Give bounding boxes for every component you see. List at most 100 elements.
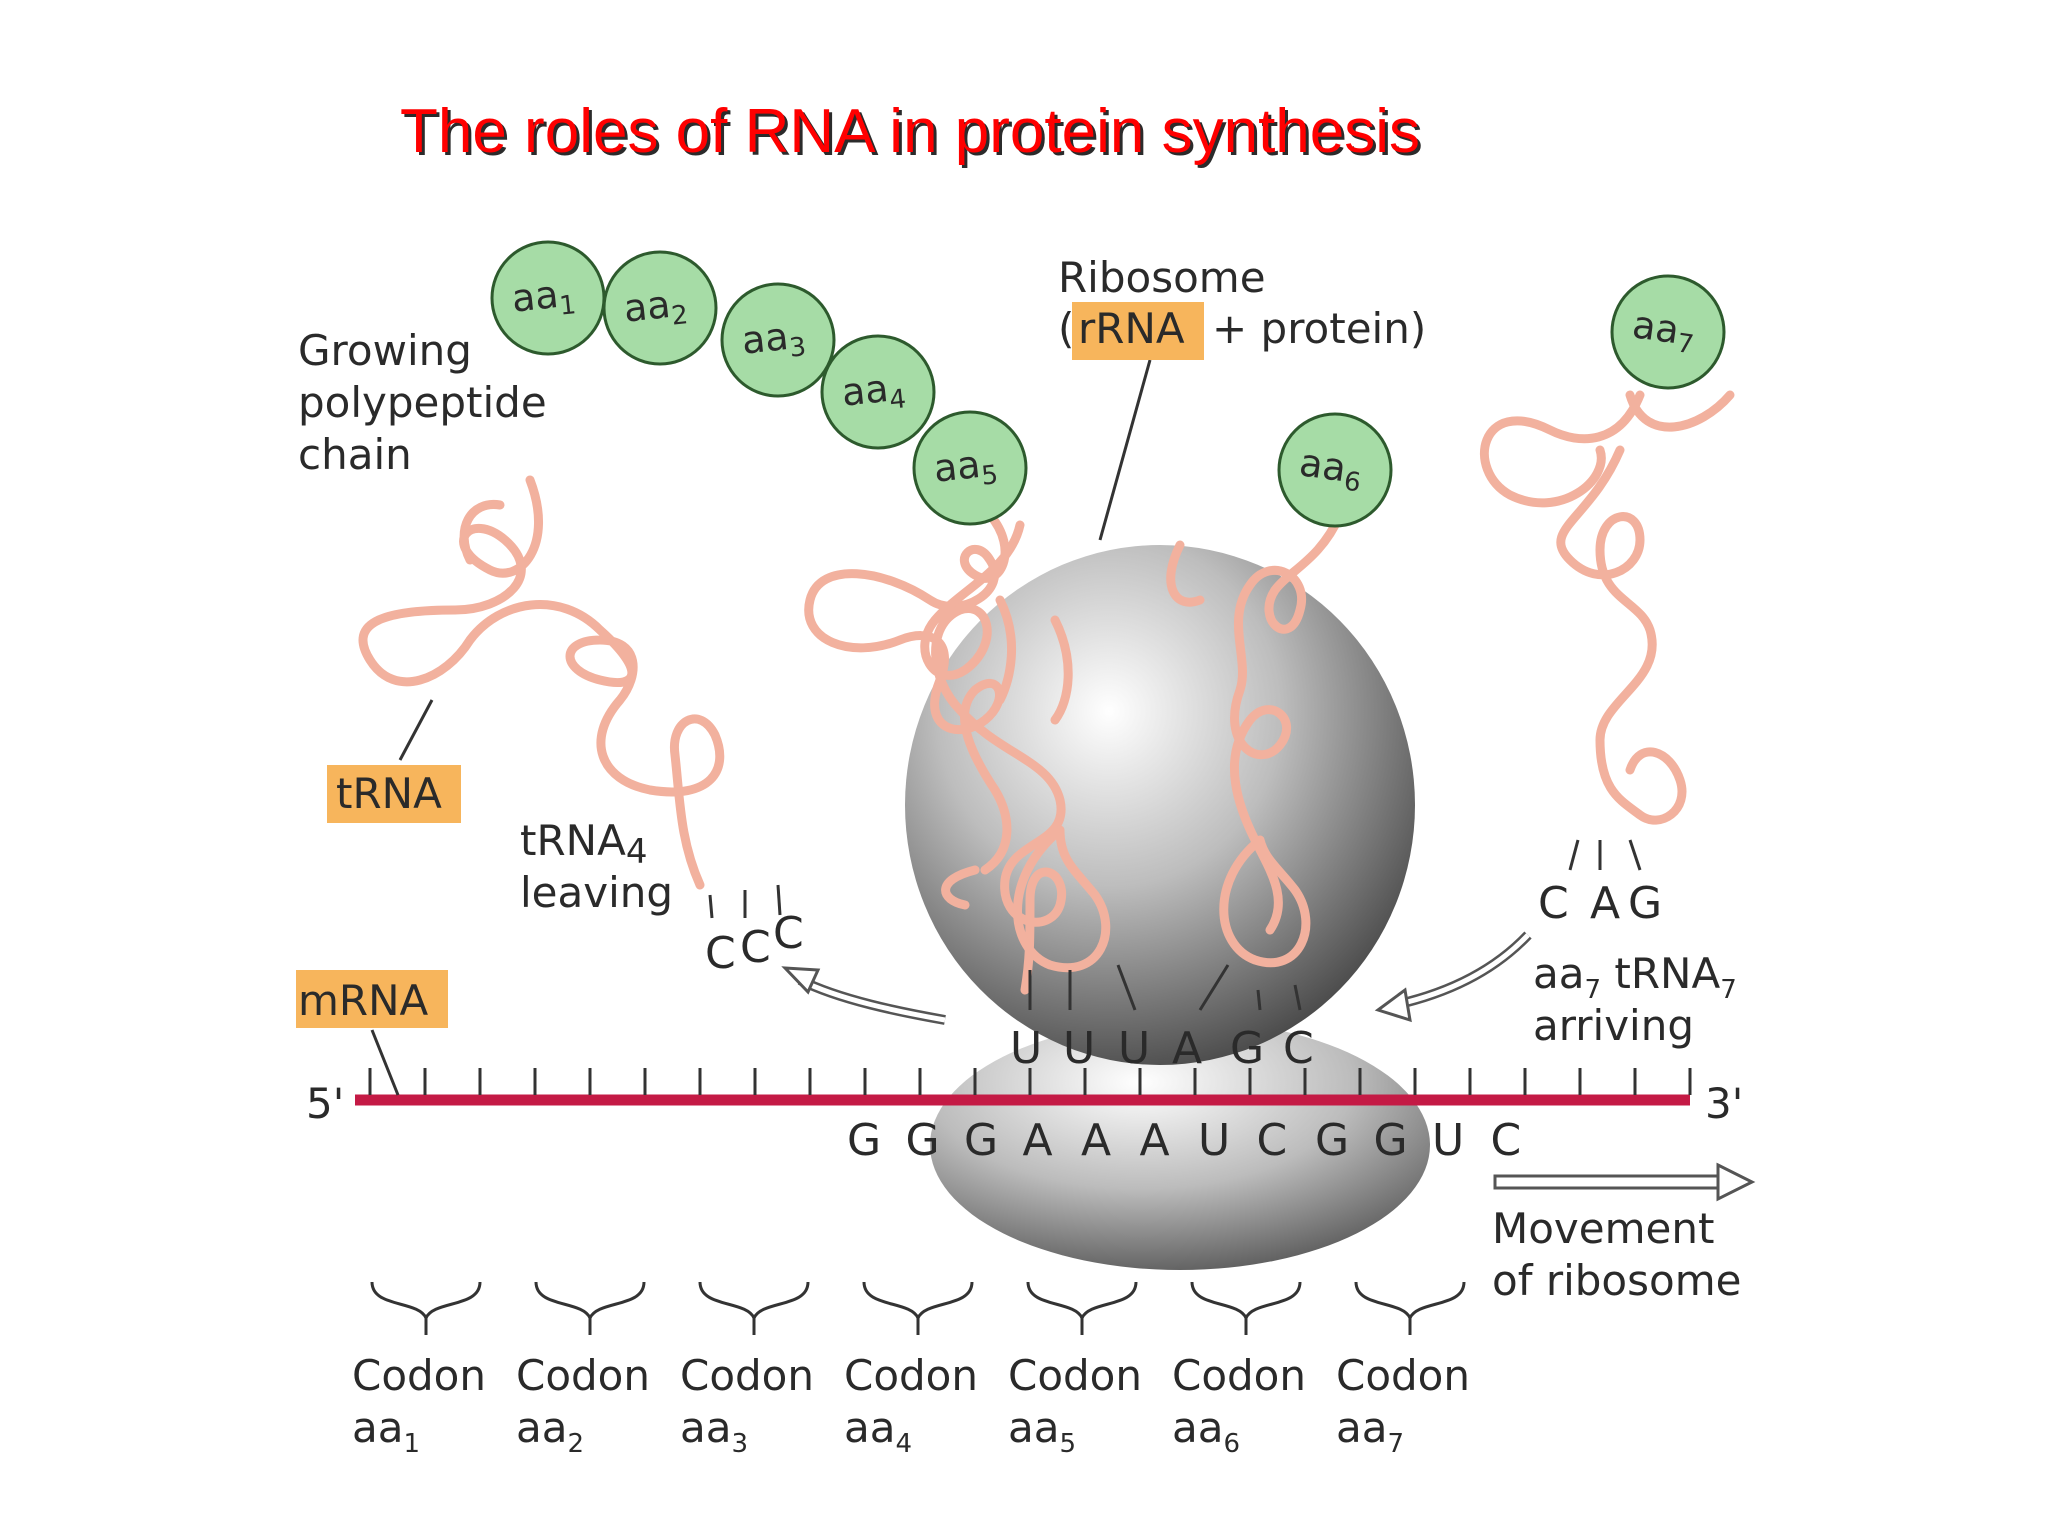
codon-brace (1190, 1281, 1302, 1335)
svg-text:U: U (1063, 1023, 1097, 1074)
codon-label: Codon (680, 1351, 814, 1400)
mrna-base: G (847, 1115, 883, 1166)
amino-acid-ball (720, 282, 836, 398)
amino-acid-4: aa4 (820, 334, 936, 450)
mrna-base: A (1023, 1115, 1055, 1166)
codon-label: Codon (1008, 1351, 1142, 1400)
amino-acid-label: aa1 (510, 270, 578, 326)
amino-acid-label: aa7 (1629, 302, 1698, 360)
mrna-highlight (296, 970, 448, 1028)
svg-text:A: A (1590, 878, 1622, 929)
mrna-base: G (1315, 1115, 1351, 1166)
codon-brace (862, 1281, 974, 1335)
aa7-arriving-label: aa7 tRNA7 arriving (1533, 949, 1750, 1050)
amino-acid-7: aa7 (1610, 274, 1726, 390)
mrna-base: C (1491, 1115, 1524, 1166)
amino-acid-5: aa5 (912, 410, 1028, 526)
amino-acid-ball (912, 410, 1028, 526)
codon-aa-label: aa2 (516, 1403, 584, 1459)
amino-acid-ball (1610, 274, 1726, 390)
codon-label: Codon (1172, 1351, 1306, 1400)
mrna-label: mRNA (298, 976, 429, 1025)
slide-title: The roles of RNA in protein synthesis (400, 97, 1421, 166)
mrna-ticks (368, 1068, 1692, 1095)
svg-text:C: C (705, 928, 738, 979)
codon-label: Codon (1336, 1351, 1470, 1400)
svg-text:C: C (773, 908, 806, 959)
amino-acid-ball (602, 250, 718, 366)
trna6-shape (1166, 510, 1345, 935)
three-prime-label: 3' (1705, 1079, 1743, 1128)
rrna-highlight (1072, 302, 1204, 360)
codon-aa-label: aa3 (680, 1403, 748, 1459)
amino-acid-label: aa6 (1296, 440, 1365, 498)
amino-acid-1: aa1 (490, 240, 606, 356)
codon-brace (698, 1281, 810, 1335)
codon-aa-label: aa7 (1336, 1403, 1404, 1459)
codon-aa-label: aa6 (1172, 1403, 1240, 1459)
trna-highlight (327, 765, 461, 823)
mrna-base: G (906, 1115, 942, 1166)
codon-label: Codon (844, 1351, 978, 1400)
amino-acid-label: aa3 (740, 312, 808, 368)
mrna-base: G (1374, 1115, 1410, 1166)
svg-text:U: U (1118, 1023, 1152, 1074)
anticodon-connectors (708, 839, 1642, 1011)
mrna-base: U (1198, 1115, 1232, 1166)
trna7-shape (1479, 390, 1735, 825)
trna6-loop (1219, 835, 1311, 968)
amino-acid-label: aa2 (622, 280, 690, 336)
trna4-leaving-label: tRNA4 leaving (520, 816, 673, 917)
amino-acid-ball (820, 334, 936, 450)
codon-brace (1354, 1281, 1466, 1335)
mrna-base: A (1081, 1115, 1113, 1166)
amino-acid-2: aa2 (602, 250, 718, 366)
svg-text:A: A (1172, 1023, 1204, 1074)
codon-label: Codon (352, 1351, 486, 1400)
svg-text:U: U (1010, 1023, 1044, 1074)
codon-aa-label: aa4 (844, 1403, 912, 1459)
ribosome-paren-open: ( (1058, 304, 1074, 353)
amino-acid-3: aa3 (720, 282, 836, 398)
anticodon-arriving: C A G (1538, 878, 1664, 929)
svg-text:G: G (1628, 878, 1664, 929)
svg-text:G: G (1230, 1023, 1266, 1074)
amino-acid-6: aa6 (1277, 412, 1393, 528)
trna-arriving-arrow (1374, 931, 1532, 1023)
codon-labels: Codonaa1Codonaa2Codonaa3Codonaa4Codonaa5… (352, 1281, 1470, 1459)
anticodon-right: A G C (1172, 1023, 1314, 1074)
amino-acid-ball (1277, 412, 1393, 528)
rrna-label: rRNA (1078, 304, 1185, 353)
growing-chain-label: Growing polypeptide chain (298, 326, 560, 479)
amino-acid-chain: aa1 aa2 aa3 aa4 aa5 aa6 aa7 (490, 240, 1726, 528)
trna5-loop (1013, 825, 1111, 973)
trna-label: tRNA (336, 769, 442, 818)
ribosome-movement-arrow (1493, 1162, 1756, 1202)
trna-shape-left (358, 475, 725, 890)
codon-brace (534, 1281, 646, 1335)
mrna-base: A (1140, 1115, 1172, 1166)
codon-aa-label: aa1 (352, 1403, 420, 1459)
amino-acid-label: aa4 (840, 364, 908, 420)
anticodon-middle: U U U (1010, 1023, 1152, 1074)
mrna-label-pointer (370, 1029, 400, 1096)
five-prime-label: 5' (306, 1079, 344, 1128)
codon-aa-label: aa5 (1008, 1403, 1076, 1459)
mrna-base: G (964, 1115, 1000, 1166)
ribosome-label: Ribosome (1058, 253, 1266, 302)
codon-brace (1026, 1281, 1138, 1335)
trna5-shape (920, 520, 1073, 995)
anticodon-leaving: C C C (705, 908, 806, 979)
amino-acid-label: aa5 (932, 440, 1000, 496)
trna-label-pointer (398, 699, 434, 761)
codon-brace (370, 1281, 482, 1335)
trna-leaving-arrow (781, 966, 946, 1025)
